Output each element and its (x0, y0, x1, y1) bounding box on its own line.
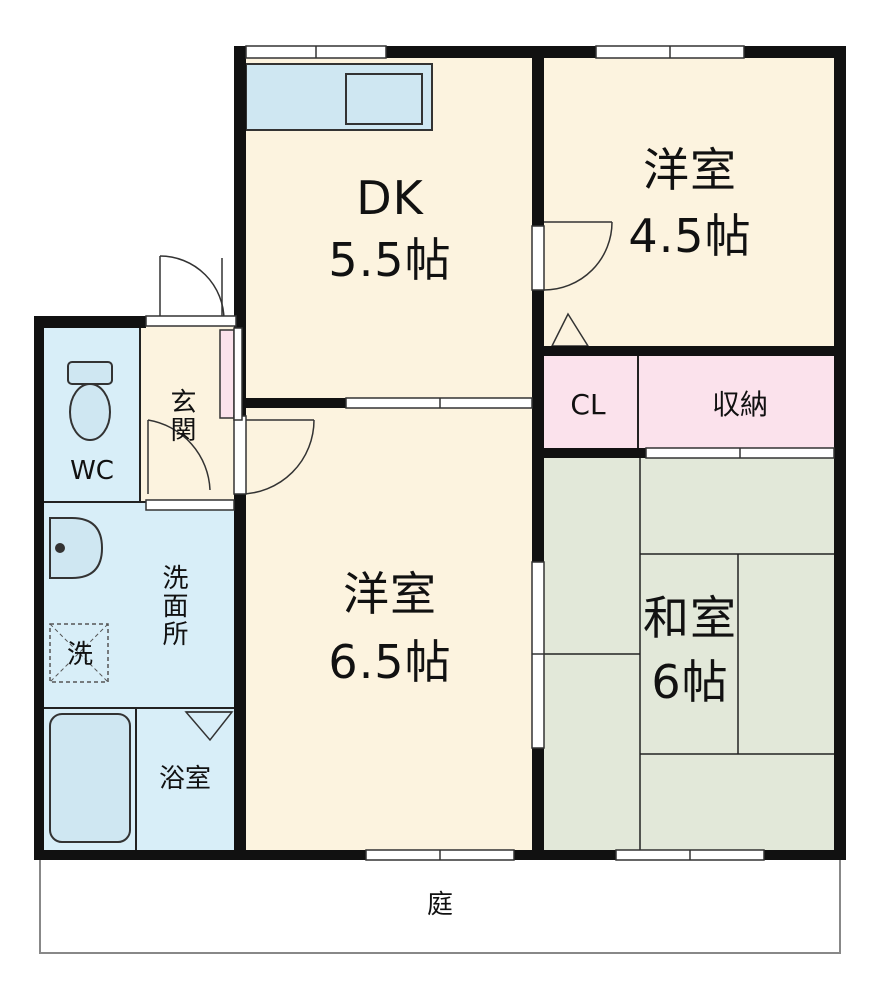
entrance-label: 玄関 (166, 388, 196, 444)
storage-floor (638, 350, 838, 454)
sink (345, 73, 423, 125)
doors (147, 221, 613, 742)
garden-label: 庭 (426, 890, 453, 920)
washbasin-fixture (49, 517, 104, 579)
dk-room-name: DK (356, 171, 424, 225)
garden-area (39, 857, 841, 954)
storage-label: 収納 (711, 388, 768, 421)
washer-pan (49, 623, 109, 683)
dk-room-size: 5.5帖 (328, 233, 452, 287)
washer-label: 洗 (66, 640, 93, 670)
western-room-south-floor (240, 402, 538, 854)
tatami-lines (542, 458, 836, 850)
japanese-room-name: 和室 (643, 591, 737, 645)
closet-label: CL (570, 388, 606, 421)
toilet-fixture (67, 361, 113, 441)
wc-label: WC (70, 456, 114, 486)
shoe-cabinet (219, 329, 235, 419)
closet-floor (538, 350, 638, 454)
windows (145, 45, 835, 861)
bathtub-fixture (49, 713, 131, 843)
japanese-room-size: 6帖 (651, 655, 729, 709)
kitchen-counter (245, 63, 433, 131)
western-room-north-name: 洋室 (643, 143, 737, 197)
western-room-north-floor (538, 52, 838, 350)
washroom-label: 洗面所 (158, 564, 188, 648)
western-room-south-size: 6.5帖 (328, 635, 452, 689)
western-room-south-name: 洋室 (343, 567, 437, 621)
bathroom-label: 浴室 (158, 764, 211, 794)
western-room-north-size: 4.5帖 (628, 209, 752, 263)
